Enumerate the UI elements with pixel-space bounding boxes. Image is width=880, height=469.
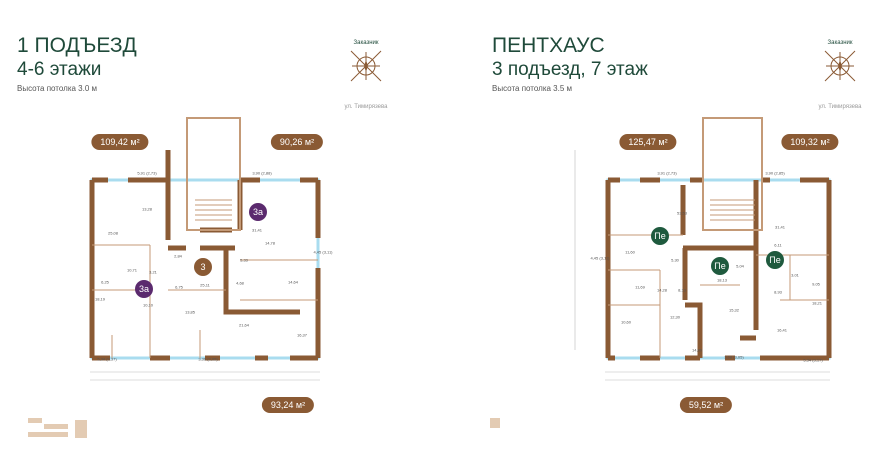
compass-top-label: Заказник: [827, 40, 853, 46]
compass-rose-icon: [824, 50, 856, 82]
left-compass: Заказник ул. Тимирязева: [336, 40, 396, 110]
room-area: 10,10: [142, 302, 154, 308]
room-area: 18,13: [716, 277, 728, 283]
apartment-area-badge[interactable]: 59,52 м²: [679, 397, 733, 413]
room-area: 3,36 (3,05): [198, 356, 218, 362]
room-area: 8,13: [678, 287, 686, 293]
room-area: 14,78: [264, 240, 276, 246]
room-area: 21,64: [238, 322, 250, 328]
room-area: 53,53: [676, 210, 688, 216]
room-area: 11,60: [625, 249, 635, 255]
apartment-type-marker[interactable]: 3а: [249, 203, 267, 221]
compass-bottom-label: ул. Тимирязева: [818, 104, 862, 110]
room-area: 5,91 (2,73): [137, 170, 157, 176]
apartment-type-marker[interactable]: Пе: [766, 251, 784, 269]
room-area: 3,91 (2,73): [657, 170, 677, 176]
right-subtitle: 3 подъезд, 7 этаж: [492, 59, 648, 80]
left-plan: [89, 117, 321, 381]
room-area: 3,01: [791, 272, 799, 278]
room-area: 31,41: [251, 227, 263, 233]
room-area: 5,33: [240, 257, 248, 263]
room-area: 25,08: [107, 230, 119, 236]
left-ceiling-height: Высота потолка 3.0 м: [17, 84, 98, 93]
apartment-type-marker[interactable]: 3а: [135, 280, 153, 298]
apartment-type-marker[interactable]: Пе: [651, 227, 669, 245]
room-area: 31,41: [774, 224, 786, 230]
room-area: 9,05: [812, 281, 820, 287]
apartment-type-marker[interactable]: 3: [194, 258, 212, 276]
room-area: 6,75: [175, 284, 183, 290]
right-title: ПЕНТХАУС: [492, 34, 605, 57]
right-site-map: [490, 418, 500, 428]
compass-bottom-label: ул. Тимирязева: [344, 104, 388, 110]
room-area: 5,30: [671, 257, 679, 263]
room-area: 10,71: [126, 267, 138, 273]
apartment-area-badge[interactable]: 93,24 м²: [261, 397, 315, 413]
room-area: 3,90 (2,85): [765, 170, 785, 176]
room-area: 2,84: [174, 253, 182, 259]
room-area: 3,68 (3,05): [724, 354, 744, 360]
room-area: 13,85: [184, 309, 196, 315]
room-area: 14,80: [691, 347, 703, 353]
room-area: 8,93: [774, 289, 782, 295]
apartment-area-badge[interactable]: 90,26 м²: [270, 134, 324, 150]
room-area: 3,21: [149, 269, 157, 275]
apartment-area-badge[interactable]: 109,32 м²: [781, 134, 839, 150]
room-area: 4,68: [236, 280, 244, 286]
room-area: 16,41: [776, 327, 788, 333]
room-area: 25,11: [200, 282, 210, 288]
apartment-type-marker[interactable]: Пе: [711, 257, 729, 275]
room-area: 11,69: [635, 284, 645, 290]
room-area: 4,45 (3,11): [590, 255, 610, 261]
compass-rose-icon: [350, 50, 382, 82]
room-area: 15,32: [728, 307, 740, 313]
room-area: 4,45 (3,11): [313, 249, 333, 255]
right-ceiling-height: Высота потолка 3.5 м: [492, 84, 573, 93]
room-area: 18,19: [94, 296, 106, 302]
room-area: 5,34 (3,17): [803, 357, 823, 363]
left-title: 1 ПОДЪЕЗД: [17, 34, 137, 57]
room-area: 10,60: [620, 319, 632, 325]
room-area: 13,28: [141, 206, 153, 212]
room-area: 18,21: [811, 300, 823, 306]
room-area: 6,25: [101, 279, 109, 285]
room-area: 16,37: [296, 332, 308, 338]
compass-top-label: Заказник: [353, 40, 379, 46]
room-area: 3,90 (2,88): [252, 170, 272, 176]
room-area: 6,11: [774, 242, 782, 248]
room-area: 5,34 (3,37): [97, 356, 117, 362]
apartment-area-badge[interactable]: 125,47 м²: [619, 134, 677, 150]
room-area: 12,30: [669, 314, 681, 320]
apartment-area-badge[interactable]: 109,42 м²: [91, 134, 149, 150]
room-area: 5,04: [736, 263, 744, 269]
room-area: 14,28: [656, 287, 668, 293]
left-site-map: [28, 418, 87, 438]
right-compass: Заказник ул. Тимирязева: [810, 40, 870, 110]
room-area: 14,64: [287, 279, 299, 285]
left-subtitle: 4-6 этажи: [17, 59, 102, 80]
right-plan: [574, 117, 832, 381]
